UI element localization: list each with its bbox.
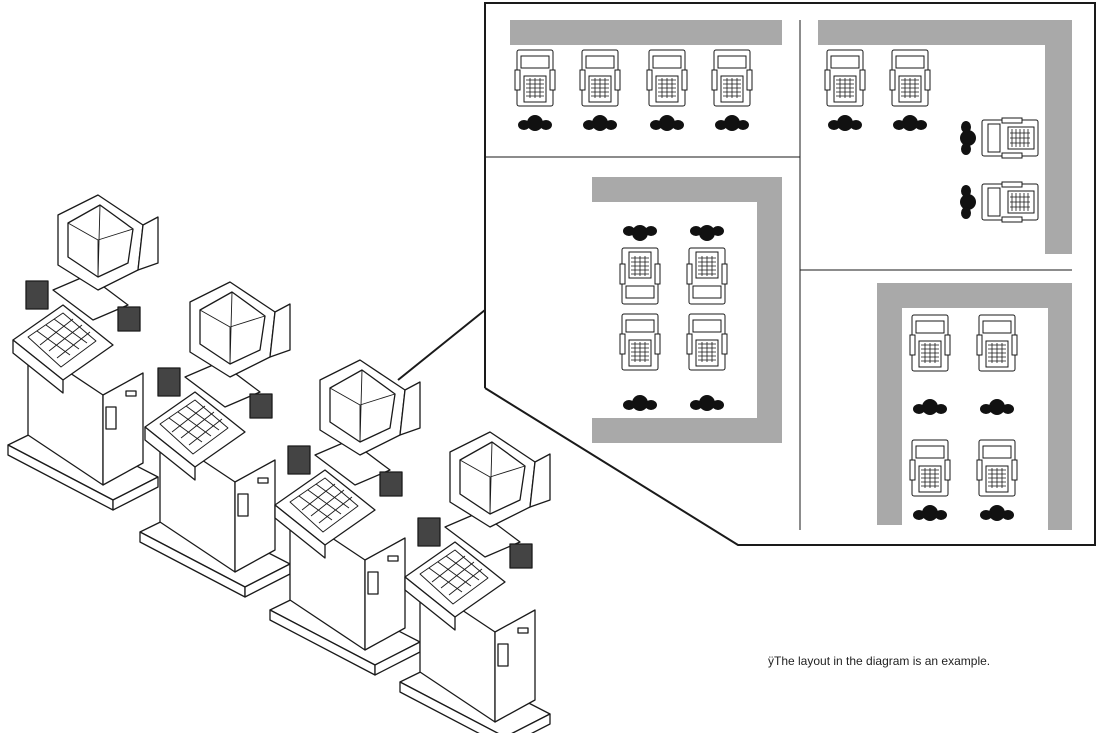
cabinet-icon bbox=[981, 117, 1039, 159]
layout-panel-row bbox=[510, 20, 782, 131]
layout-panel-aisle bbox=[877, 283, 1072, 530]
player-icon bbox=[650, 115, 684, 131]
cabinet-icon bbox=[686, 247, 728, 305]
layout-panel-island bbox=[592, 177, 782, 443]
cabinet-icon bbox=[579, 49, 621, 107]
arcade-cabinet-drawing bbox=[7, 194, 159, 511]
cabinet-icon bbox=[976, 439, 1018, 497]
cabinet-icon bbox=[686, 313, 728, 371]
cabinet-icon bbox=[909, 314, 951, 372]
arcade-cabinet-drawing bbox=[399, 431, 551, 733]
cabinet-icon bbox=[619, 247, 661, 305]
arcade-cabinet-1 bbox=[7, 194, 159, 511]
cabinet-icon bbox=[981, 181, 1039, 223]
player-icon bbox=[690, 395, 724, 411]
wall-icon bbox=[510, 20, 782, 45]
player-icon bbox=[690, 225, 724, 241]
panel-dividers bbox=[485, 20, 1072, 530]
player-icon bbox=[980, 399, 1014, 415]
cabinet-icon bbox=[889, 49, 931, 107]
layout-caption: ÿThe layout in the diagram is an example… bbox=[768, 654, 991, 668]
player-icon bbox=[913, 399, 947, 415]
arcade-cabinet-drawing bbox=[139, 281, 291, 598]
arcade-cabinet-drawing bbox=[269, 359, 421, 676]
player-icon bbox=[960, 185, 976, 219]
cabinet-icon bbox=[646, 49, 688, 107]
layout-panel-corner bbox=[818, 20, 1072, 254]
player-icon bbox=[913, 505, 947, 521]
cabinet-icon bbox=[976, 314, 1018, 372]
cabinet-icon bbox=[711, 49, 753, 107]
arcade-cabinet-2 bbox=[139, 281, 291, 598]
player-icon bbox=[828, 115, 862, 131]
callout-outline bbox=[397, 2, 1096, 546]
player-icon bbox=[623, 225, 657, 241]
player-icon bbox=[518, 115, 552, 131]
player-icon bbox=[715, 115, 749, 131]
cabinet-icon bbox=[909, 439, 951, 497]
player-icon bbox=[960, 121, 976, 155]
player-icon bbox=[893, 115, 927, 131]
arcade-cabinet-4 bbox=[399, 431, 551, 733]
cabinet-icon bbox=[514, 49, 556, 107]
cabinet-icon bbox=[824, 49, 866, 107]
cabinet-icon bbox=[619, 313, 661, 371]
player-icon bbox=[583, 115, 617, 131]
player-icon bbox=[980, 505, 1014, 521]
arcade-cabinet-3 bbox=[269, 359, 421, 676]
player-icon bbox=[623, 395, 657, 411]
